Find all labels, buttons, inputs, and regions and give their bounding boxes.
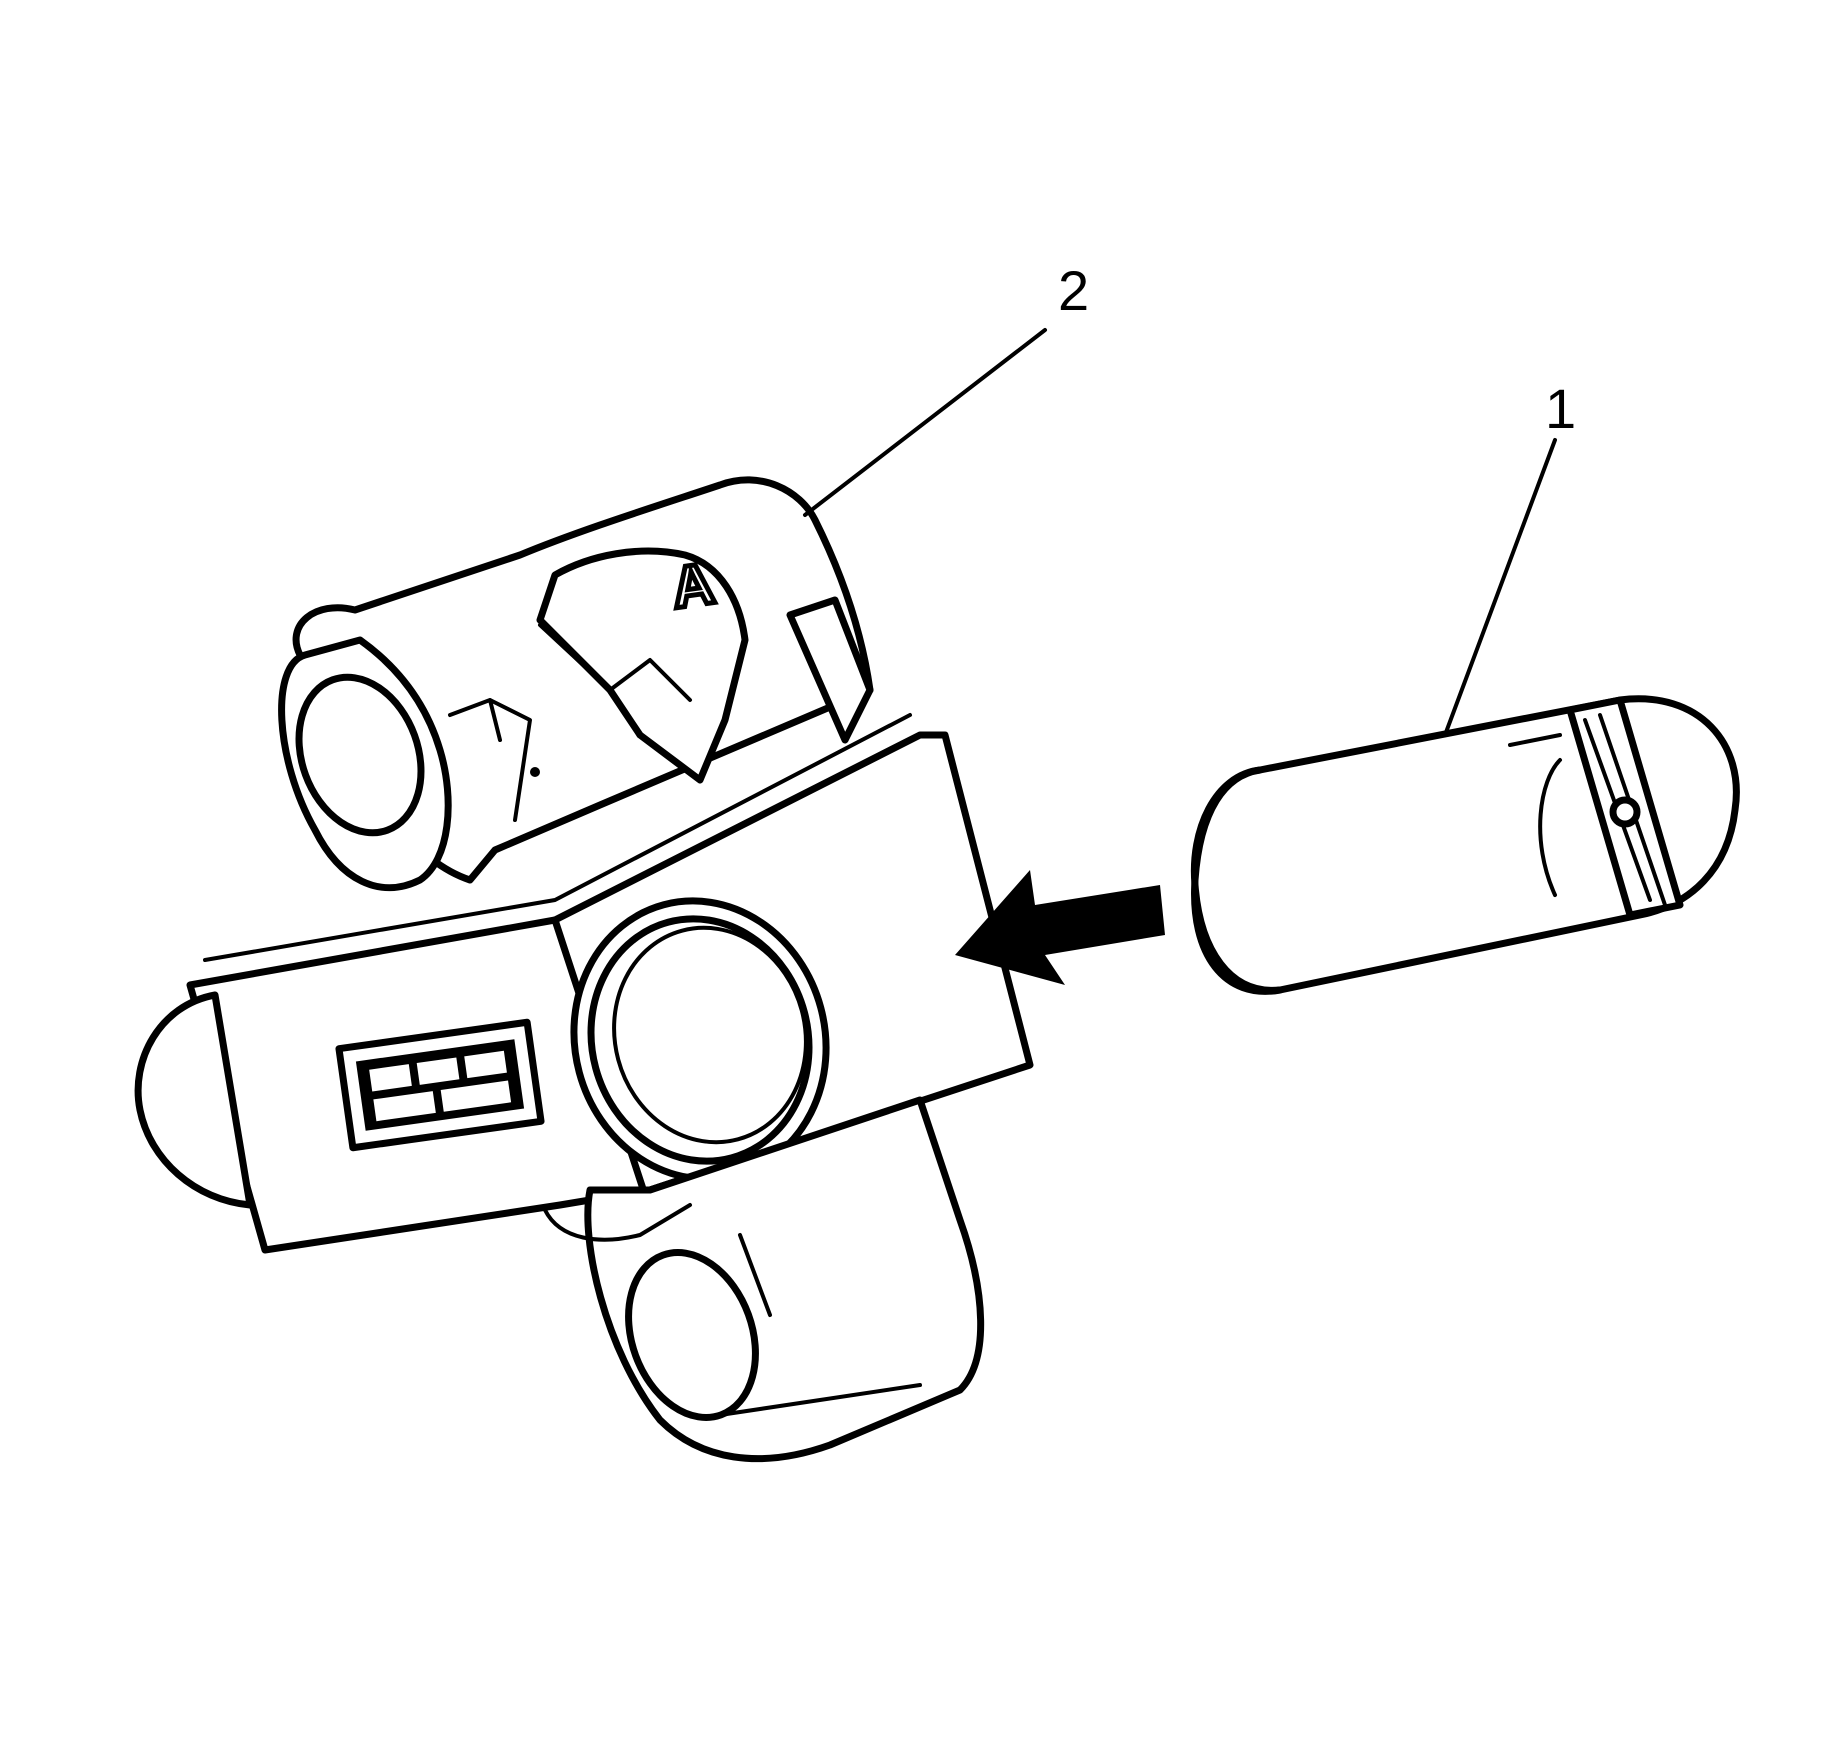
leader-line-2 <box>803 328 1047 517</box>
lower-boss-edge <box>718 1233 922 1417</box>
pin-hole <box>1609 796 1641 828</box>
callout-1: 1 <box>1545 377 1576 440</box>
pin-left-end <box>1190 766 1284 994</box>
leader-line-1 <box>1443 438 1557 737</box>
housing: A <box>134 476 1034 1463</box>
housing-right-flange <box>786 596 874 744</box>
housing-top-dot <box>530 767 540 777</box>
housing-left-cap <box>134 991 254 1209</box>
pin <box>1190 695 1740 995</box>
housing-top-edge <box>203 713 912 962</box>
main-bore-inner <box>587 915 813 1165</box>
upper-left-bore <box>295 673 425 837</box>
housing-top-ridge <box>538 623 692 702</box>
callout-2: 2 <box>1058 259 1089 322</box>
arrow-left-icon <box>955 870 1165 985</box>
housing-marking: A <box>668 551 719 621</box>
housing-top-face <box>448 698 532 822</box>
main-bore-ring <box>612 925 808 1145</box>
pin-notch <box>1508 733 1562 747</box>
stamp-marking <box>355 1039 525 1131</box>
pin-right-face <box>1538 758 1562 897</box>
lower-boss-tab <box>543 1203 692 1242</box>
